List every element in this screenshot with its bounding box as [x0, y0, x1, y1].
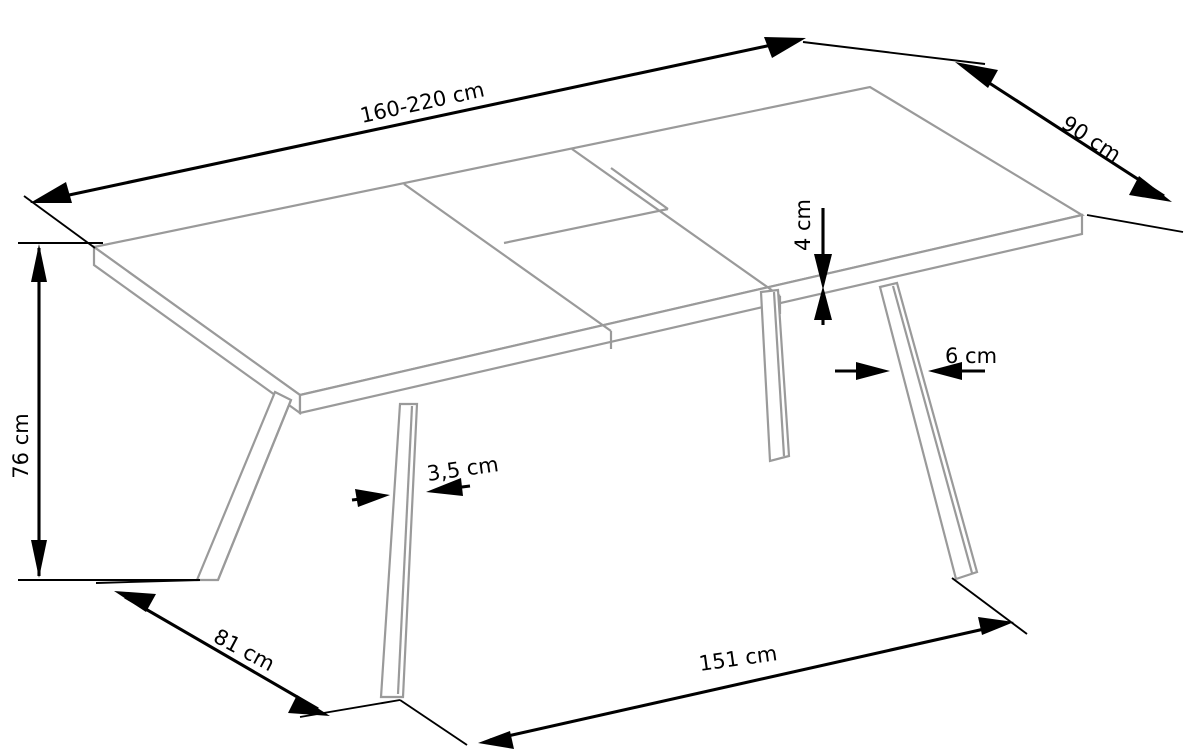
dimension-leg-thickness: 3,5 cm — [351, 452, 500, 507]
leaf-seam-right — [571, 148, 781, 297]
ext-line-span-length-end — [951, 577, 1028, 635]
arrow-head-leg-thickness-left — [355, 489, 390, 507]
leaf-seam-inner-vertical — [610, 167, 669, 210]
leg-rear-center-inner-edge — [772, 291, 786, 457]
arrow-head-span-depth-end — [288, 695, 330, 716]
dimension-leg-width: 6 cm — [835, 344, 997, 380]
leg-rear-right-inner-edge — [891, 285, 974, 574]
arrow-head-length-right — [764, 37, 806, 58]
tabletop-top-surface — [91, 85, 1085, 397]
dimension-label-height: 76 cm — [9, 413, 33, 478]
arrow-head-height-top — [31, 244, 47, 282]
arrow-head-height-bottom — [31, 540, 47, 578]
leg-front-left-inner-edge — [216, 399, 293, 581]
dimension-label-leg-width: 6 cm — [945, 344, 997, 368]
arrow-head-depth-bottom — [1129, 176, 1172, 202]
ext-line-depth-bottom — [1086, 214, 1184, 233]
arrow-head-span-length-start — [478, 731, 514, 749]
ext-line-length-left — [23, 195, 96, 249]
arrow-head-span-length-end — [978, 617, 1014, 635]
dimension-label-top-thickness: 4 cm — [791, 199, 815, 251]
ext-line-depth-top — [802, 41, 986, 65]
dim-line-depth — [962, 64, 1165, 198]
arrow-head-length-left — [30, 182, 72, 203]
arrow-head-thickness-upper — [814, 254, 832, 290]
dimension-leg-span-length: 151 cm — [399, 577, 1028, 749]
arrow-head-thickness-lower — [814, 286, 832, 320]
arrow-head-leg-thickness-right — [426, 478, 463, 496]
table-illustration — [91, 85, 1085, 699]
dim-line-span-depth — [124, 595, 319, 711]
arrow-head-leg-width-right — [928, 362, 962, 380]
leg-front-left — [195, 390, 293, 582]
ext-line-span-depth-start — [95, 579, 201, 584]
dimension-label-leg-thickness: 3,5 cm — [425, 452, 500, 486]
dim-line-length — [40, 38, 796, 203]
dimension-label-leg-span-depth: 81 cm — [210, 624, 279, 676]
dimension-leg-span-depth: 81 cm — [95, 579, 401, 718]
leaf-seam-inner-right — [503, 207, 669, 245]
dimension-label-leg-span-length: 151 cm — [697, 641, 778, 676]
dimension-label-depth: 90 cm — [1057, 111, 1125, 167]
dimension-top-thickness: 4 cm — [791, 199, 832, 325]
dim-line-span-length — [489, 623, 1003, 742]
arrow-head-leg-width-left — [856, 362, 890, 380]
arrow-head-depth-top — [955, 62, 998, 88]
arrow-head-span-depth-start — [114, 591, 156, 612]
leg-front-center-inner-edge — [396, 405, 414, 695]
leaf-seam-left — [403, 183, 612, 332]
ext-line-span-length-start — [399, 699, 468, 746]
